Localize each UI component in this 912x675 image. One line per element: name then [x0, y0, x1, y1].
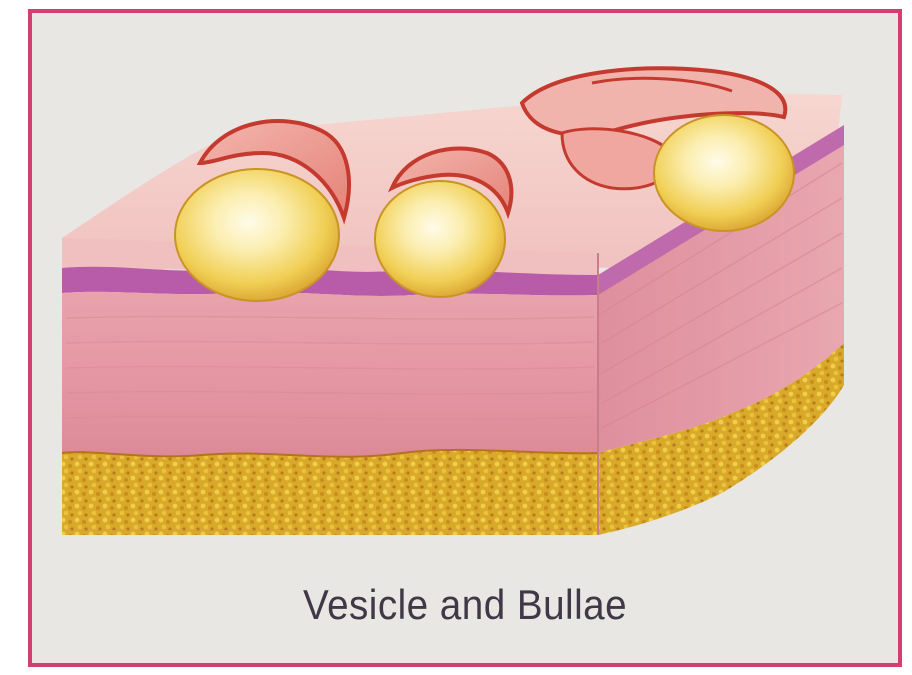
skin-cross-section-illustration — [32, 13, 898, 663]
figure-frame: Vesicle and Bullae — [28, 9, 902, 667]
subcutaneous-fat — [62, 450, 598, 535]
figure-caption: Vesicle and Bullae — [67, 581, 864, 629]
bulla-right — [654, 115, 794, 231]
bulla-left — [175, 121, 349, 301]
